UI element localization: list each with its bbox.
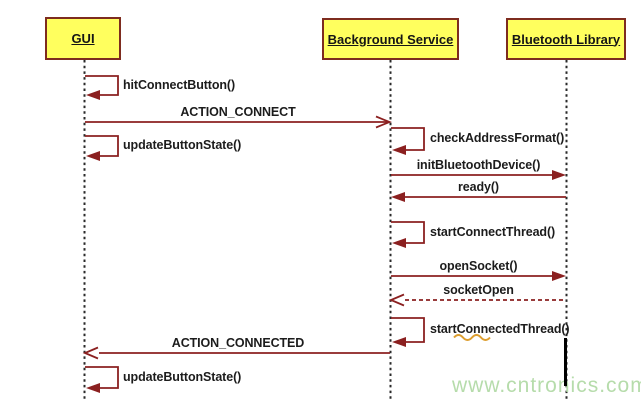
message-label-startconnectthread: startConnectThread() — [430, 225, 556, 239]
actor-label-background-service: Background Service — [327, 31, 454, 47]
watermark-text: www.cntronics.com — [452, 374, 641, 397]
arrow-hitconnectbutton — [85, 75, 119, 100]
message-label-checkaddressformat: checkAddressFormat() — [430, 131, 565, 145]
arrow-startconnectthread — [391, 221, 425, 248]
message-label-ready: ready() — [458, 180, 499, 194]
actor-box-gui: GUI — [45, 17, 121, 60]
message-label-updatebuttonstate-1: updateButtonState() — [123, 138, 242, 152]
message-label-action-connected: ACTION_CONNECTED — [171, 336, 305, 350]
arrow-updatebuttonstate-2 — [85, 366, 119, 393]
arrow-action-connect — [85, 115, 392, 129]
arrow-socketopen — [388, 293, 566, 307]
actor-label-gui: GUI — [71, 31, 95, 46]
arrow-opensocket — [391, 271, 566, 281]
actor-label-bluetooth-library: Bluetooth Library — [511, 31, 621, 47]
arrow-ready — [391, 192, 566, 202]
message-label-startconnectedthread: startConnectedThread() — [430, 322, 570, 336]
arrow-action-connected — [82, 346, 390, 360]
arrow-startconnectedthread — [391, 317, 425, 347]
actor-box-background-service: Background Service — [322, 18, 459, 60]
message-label-opensocket: openSocket() — [439, 259, 518, 273]
message-label-initbluetoothdevice: initBluetoothDevice() — [416, 158, 541, 172]
arrow-updatebuttonstate-1 — [85, 135, 119, 161]
arrow-checkaddressformat — [391, 127, 425, 155]
message-label-updatebuttonstate-2: updateButtonState() — [123, 370, 242, 384]
spellcheck-squiggle — [453, 334, 491, 341]
black-line-segment — [564, 338, 567, 386]
message-label-hitconnectbutton: hitConnectButton() — [123, 78, 236, 92]
arrow-initbluetoothdevice — [391, 170, 566, 180]
actor-box-bluetooth-library: Bluetooth Library — [506, 18, 626, 60]
message-label-action-connect: ACTION_CONNECT — [180, 105, 296, 119]
message-label-socketopen: socketOpen — [443, 283, 514, 297]
